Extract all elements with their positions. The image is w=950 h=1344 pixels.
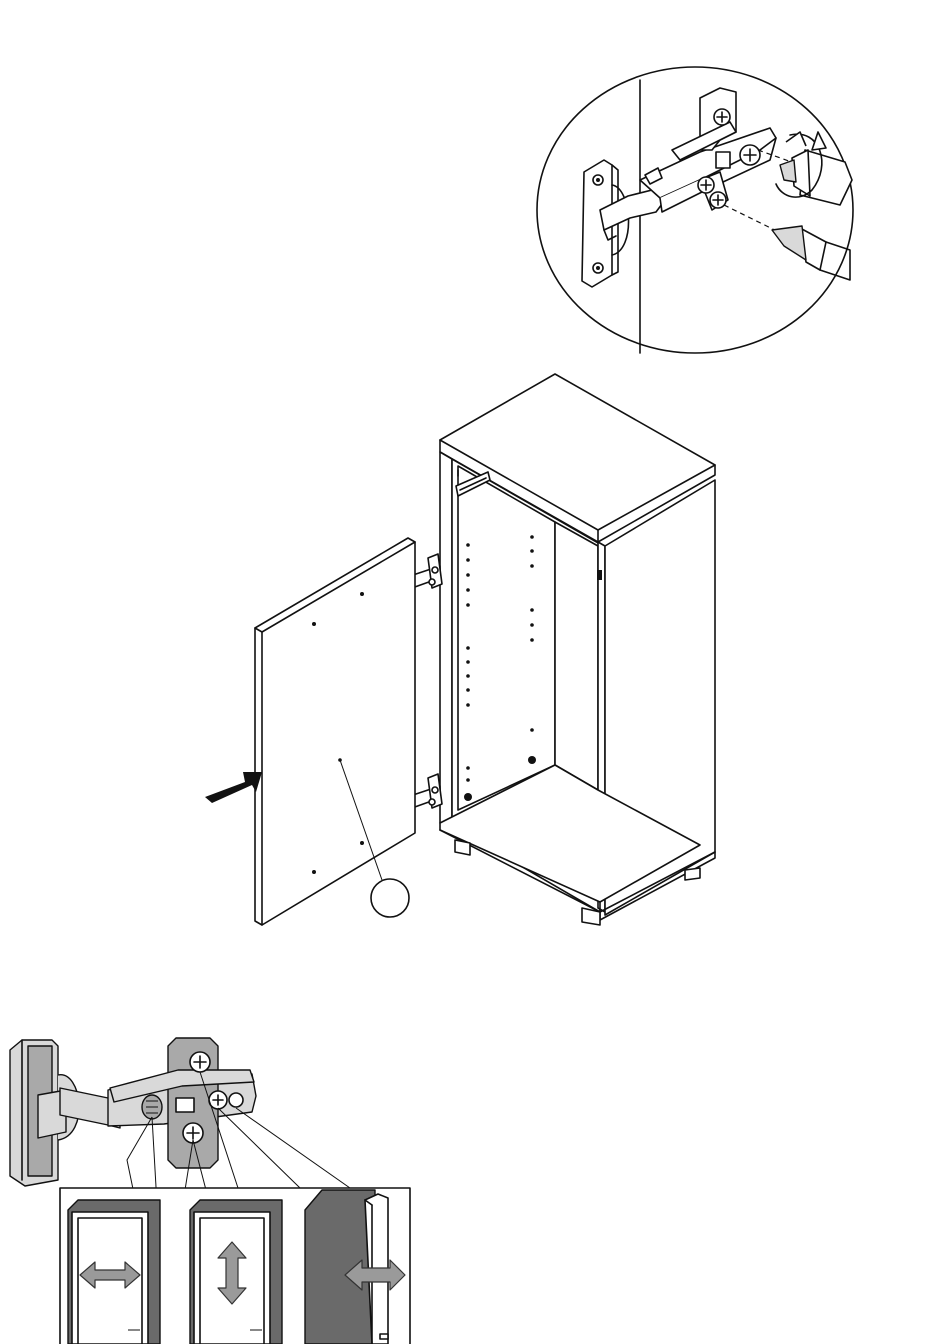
shelf-pin-hole: [466, 703, 470, 707]
shelf-pin-hole: [530, 564, 534, 568]
shelf-pin-hole: [466, 660, 470, 664]
door-hole: [312, 622, 316, 626]
cabinet-foot-back-right: [685, 868, 700, 880]
shelf-pin-hole: [530, 728, 534, 732]
shelf-pin-hole: [530, 549, 534, 553]
door-hole: [360, 592, 364, 596]
cam-hole-back: [528, 756, 536, 764]
push-door-arrow-icon: [205, 772, 262, 803]
shelf-pin-hole: [466, 688, 470, 692]
screw-upper-plate: [714, 109, 730, 125]
cabinet-door: [255, 538, 415, 925]
screw-depth-adjust: [740, 145, 760, 165]
shelf-pin-hole: [530, 608, 534, 612]
shelf-pin-hole: [466, 588, 470, 592]
shelf-pin-hole: [530, 535, 534, 539]
shelf-pin-hole: [530, 623, 534, 627]
cabinet-body: [440, 374, 715, 925]
door-hole: [312, 870, 316, 874]
adjustment-panel-horizontal: [68, 1200, 160, 1344]
shelf-pin-hole: [466, 646, 470, 650]
shelf-pin-hole: [466, 674, 470, 678]
hinge-adjustment-detail: [10, 1038, 256, 1186]
shelf-pin-hole: [466, 766, 470, 770]
shelf-pin-hole: [466, 603, 470, 607]
cabinet-foot-front-left: [455, 840, 470, 855]
shelf-pin-hole: [466, 778, 470, 782]
detail-bubble-hinge-screwing: [537, 67, 853, 353]
screw-lower-plate: [710, 192, 726, 208]
cabinet-right-side-inner: [555, 522, 598, 790]
shelf-pin-hole: [530, 638, 534, 642]
cabinet-back-panel: [458, 466, 555, 810]
adjustment-panel-vertical: [190, 1200, 282, 1344]
callout-circle: [371, 879, 409, 917]
screw-side-icon: [142, 1095, 162, 1119]
shelf-pin-hole: [466, 573, 470, 577]
cam-hole-left: [464, 793, 472, 801]
screw-side-adjust: [698, 177, 714, 193]
shelf-pin-hole: [466, 558, 470, 562]
screw-top-icon: [190, 1052, 210, 1072]
shelf-pin-hole: [466, 543, 470, 547]
cabinet-left-side-edge: [440, 452, 452, 830]
door-hole: [360, 841, 364, 845]
